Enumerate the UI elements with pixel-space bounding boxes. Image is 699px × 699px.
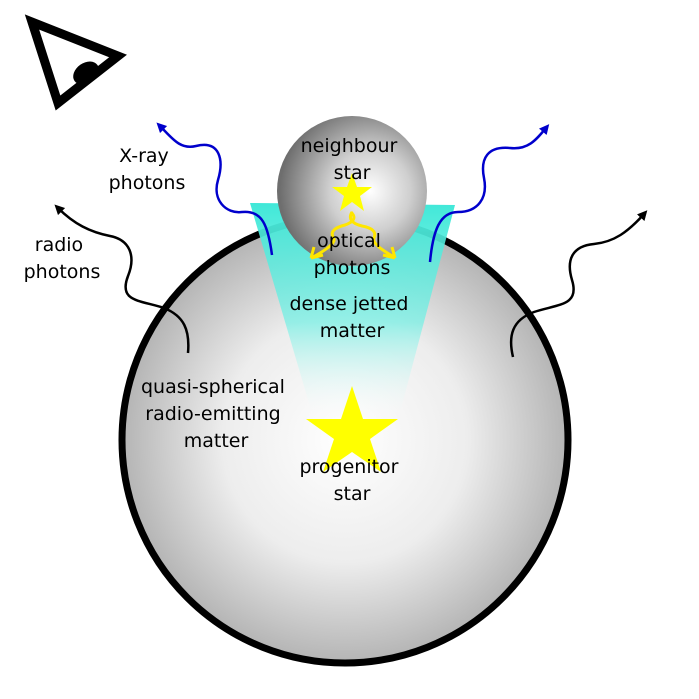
xray-photons-label: X-ray photons xyxy=(109,145,186,194)
radio-emitting-matter-label: quasi-spherical radio-emitting matter xyxy=(141,376,291,452)
neighbour-star-icon xyxy=(332,173,372,211)
optical-photon-left xyxy=(312,210,356,259)
xray-photon-right xyxy=(428,124,550,263)
radio-photon-left xyxy=(54,204,190,354)
radio-photon-right xyxy=(509,210,648,358)
optical-photon-right xyxy=(348,211,395,259)
progenitor-star-icon xyxy=(306,386,398,472)
xray-photon-left xyxy=(156,122,274,256)
optical-photons-label: optical photons xyxy=(314,230,391,279)
dense-jet-cone xyxy=(250,203,455,420)
neighbour-star-label: neighbour star xyxy=(301,135,404,184)
optical-photon-arrows xyxy=(309,210,397,260)
eye-icon xyxy=(24,14,127,111)
dense-jetted-matter-label: dense jetted matter xyxy=(289,293,414,342)
radio-photons-label: radio photons xyxy=(24,234,101,283)
progenitor-star-label: progenitor star xyxy=(299,456,404,505)
